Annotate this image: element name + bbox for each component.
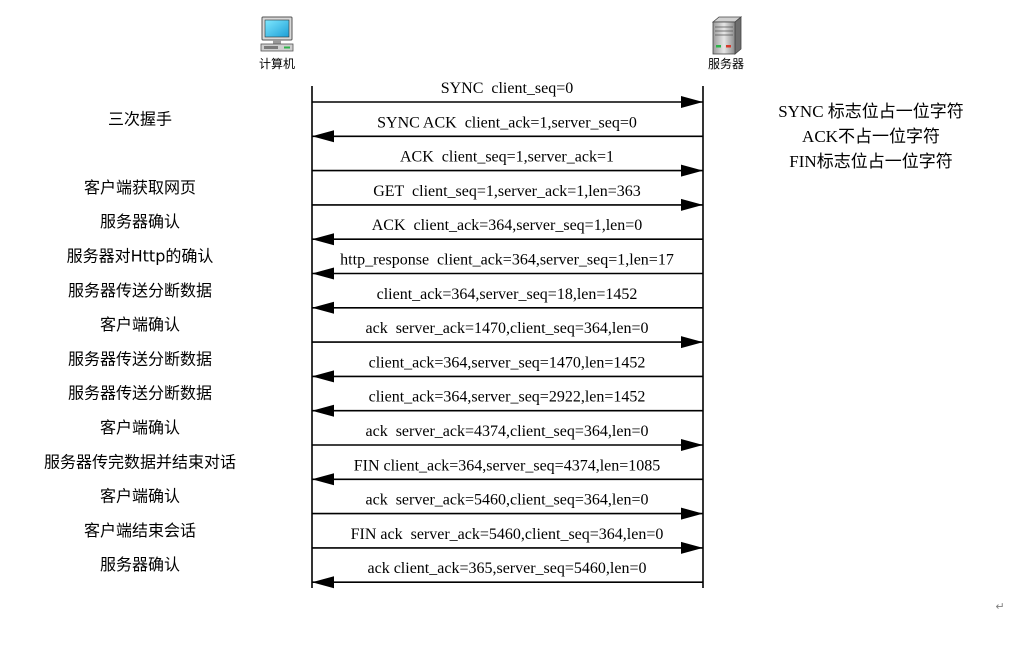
paragraph-mark: ↵ [995, 600, 1004, 613]
computer-icon [260, 16, 294, 52]
phase-label: 客户端确认 [100, 315, 180, 334]
message-6: http_response client_ack=364,server_seq=… [312, 252, 703, 280]
phase-label: 服务器确认 [100, 555, 180, 574]
phase-label: 客户端结束会话 [84, 521, 196, 540]
message-label: FIN ack server_ack=5460,client_seq=364,l… [351, 526, 664, 543]
message-label: ACK client_seq=1,server_ack=1 [400, 149, 614, 166]
message-label: client_ack=364,server_seq=2922,len=1452 [369, 389, 646, 406]
phase-label: 三次握手 [108, 109, 172, 128]
note-line: ACK不占一位字符 [802, 127, 940, 146]
note-line: SYNC 标志位占一位字符 [778, 102, 964, 121]
phase-label: 客户端获取网页 [84, 178, 196, 197]
message-arrowhead [312, 301, 334, 314]
message-arrowhead [681, 541, 703, 554]
message-arrowhead [312, 576, 334, 589]
message-arrowhead [312, 473, 334, 486]
message-arrowhead [681, 507, 703, 520]
phase-label: 服务器传完数据并结束对话 [44, 452, 236, 471]
message-arrowhead [312, 267, 334, 280]
message-label: ack server_ack=4374,client_seq=364,len=0 [366, 423, 649, 440]
message-label: ack server_ack=5460,client_seq=364,len=0 [366, 492, 649, 509]
message-13: ack server_ack=5460,client_seq=364,len=0 [312, 492, 703, 520]
message-label: client_ack=364,server_seq=1470,len=1452 [369, 354, 646, 371]
message-14: FIN ack server_ack=5460,client_seq=364,l… [312, 526, 703, 554]
message-label: client_ack=364,server_seq=18,len=1452 [377, 286, 638, 303]
message-3: ACK client_seq=1,server_ack=1 [312, 149, 703, 177]
message-arrowhead [681, 96, 703, 108]
message-label: FIN client_ack=364,server_seq=4374,len=1… [354, 457, 661, 474]
phase-label: 服务器确认 [100, 212, 180, 231]
message-1: SYNC client_seq=0 [312, 80, 703, 108]
message-5: ACK client_ack=364,server_seq=1,len=0 [312, 217, 703, 246]
message-label: ack server_ack=1470,client_seq=364,len=0 [366, 320, 649, 337]
phase-label: 客户端确认 [100, 487, 180, 506]
phase-label: 服务器传送分断数据 [68, 349, 212, 368]
message-10: client_ack=364,server_seq=2922,len=1452 [312, 389, 703, 417]
message-8: ack server_ack=1470,client_seq=364,len=0 [312, 320, 703, 349]
notes: SYNC 标志位占一位字符 ACK不占一位字符 FIN标志位占一位字符 [778, 102, 964, 171]
message-arrowhead [681, 336, 703, 349]
message-arrowhead [681, 439, 703, 451]
message-15: ack client_ack=365,server_seq=5460,len=0 [312, 560, 703, 589]
message-7: client_ack=364,server_seq=18,len=1452 [312, 286, 703, 314]
server-icon [711, 16, 743, 55]
client-label: 计算机 [259, 56, 295, 71]
message-arrowhead [312, 370, 334, 383]
server-label: 服务器 [708, 56, 744, 71]
message-9: client_ack=364,server_seq=1470,len=1452 [312, 354, 703, 383]
message-label: ACK client_ack=364,server_seq=1,len=0 [372, 217, 643, 234]
message-label: SYNC ACK client_ack=1,server_seq=0 [377, 114, 637, 131]
message-label: SYNC client_seq=0 [441, 80, 574, 97]
message-2: SYNC ACK client_ack=1,server_seq=0 [312, 114, 703, 143]
phase-label: 服务器传送分断数据 [68, 281, 212, 300]
message-arrowhead [312, 130, 334, 143]
message-arrowhead [312, 404, 334, 417]
message-label: http_response client_ack=364,server_seq=… [340, 252, 674, 269]
message-4: GET client_seq=1,server_ack=1,len=363 [312, 183, 703, 211]
message-arrowhead [681, 164, 703, 177]
message-arrowhead [312, 233, 334, 246]
phase-label: 服务器传送分断数据 [68, 384, 212, 403]
message-arrowhead [681, 198, 703, 211]
message-12: FIN client_ack=364,server_seq=4374,len=1… [312, 457, 703, 486]
note-line: FIN标志位占一位字符 [789, 152, 952, 171]
message-11: ack server_ack=4374,client_seq=364,len=0 [312, 423, 703, 451]
message-label: GET client_seq=1,server_ack=1,len=363 [373, 183, 641, 200]
phases-layer: 三次握手客户端获取网页服务器确认服务器对Http的确认服务器传送分断数据客户端确… [44, 109, 236, 574]
phase-label: 服务器对Http的确认 [67, 247, 214, 266]
phase-label: 客户端确认 [100, 418, 180, 437]
message-label: ack client_ack=365,server_seq=5460,len=0 [368, 560, 647, 577]
